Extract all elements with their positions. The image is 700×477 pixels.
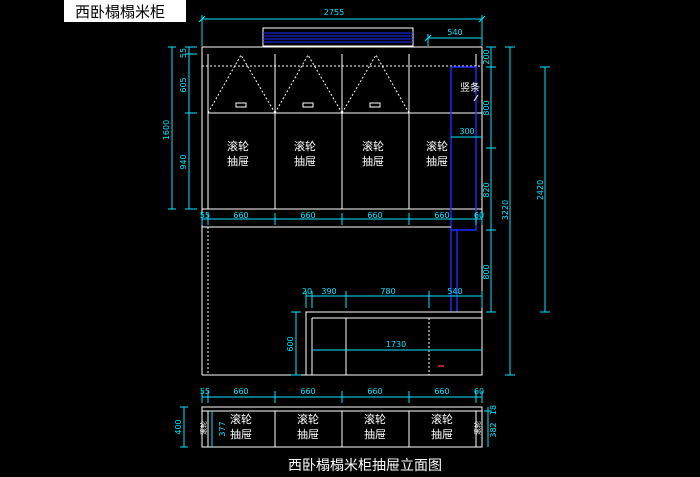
drawer-labels: 滚轮 抽屉 滚轮 抽屉 滚轮 抽屉 滚轮 抽屉 滚轮 抽屉 滚轮 抽屉 滚轮 抽…: [227, 81, 480, 441]
door-opening-marks: [207, 54, 410, 114]
dim-upper-bottom-55: 55: [200, 211, 210, 220]
upper-drawer-3-line1: 滚轮: [362, 139, 384, 153]
vertical-plank-label: 竖条: [460, 81, 480, 94]
dim-right-800-a: 800: [482, 100, 491, 115]
strip-left-label: 滚轮: [199, 421, 208, 435]
dim-mid-600: 600: [286, 336, 295, 351]
dim-lower-right-18: 18: [489, 405, 498, 415]
dim-lower-inner-377: 377: [218, 421, 227, 436]
lower-drawer-1-line2: 抽屉: [230, 427, 252, 441]
dim-lower-660-b: 660: [300, 387, 315, 396]
dim-right-3220: 3220: [501, 200, 510, 220]
upper-drawer-4-line2: 抽屉: [426, 154, 448, 168]
dim-upper-left-605: 605: [179, 77, 188, 92]
drawing-caption: 西卧榻榻米柜抽屉立面图: [288, 458, 442, 474]
dim-mid-780: 780: [380, 287, 395, 296]
upper-drawer-2-line2: 抽屉: [294, 154, 316, 168]
strip-right-label: 滚轮: [473, 421, 482, 435]
dim-upper-bottom-660-d: 660: [434, 211, 449, 220]
bottom-drawer-strip: [201, 406, 483, 448]
lower-drawer-2-line1: 滚轮: [297, 412, 319, 426]
dim-top-right-width: 540: [447, 28, 462, 37]
dim-upper-left-1600: 1600: [162, 120, 171, 140]
top-cap-block: [262, 27, 414, 47]
dim-lower-660-d: 660: [434, 387, 449, 396]
dim-lower-55: 55: [200, 387, 210, 396]
lower-drawer-4-line2: 抽屉: [431, 427, 453, 441]
dim-mid-390: 390: [321, 287, 336, 296]
lower-drawer-2-line2: 抽屉: [297, 427, 319, 441]
dim-upper-bottom-660-b: 660: [300, 211, 315, 220]
dim-mid-20: 20: [302, 287, 312, 296]
dim-lower-660-c: 660: [367, 387, 382, 396]
lower-drawer-3-line1: 滚轮: [364, 412, 386, 426]
dim-right-200: 200: [482, 49, 491, 64]
dim-upper-bottom-660-a: 660: [233, 211, 248, 220]
dim-right-800-b: 800: [482, 264, 491, 279]
plank-arrow: [473, 94, 479, 102]
upper-drawer-2-line1: 滚轮: [294, 139, 316, 153]
upper-cabinet: [201, 46, 483, 210]
dimension-labels: 2755 540 55 605 940 1600 55 660 660 660 …: [162, 8, 545, 438]
dim-mid-540: 540: [447, 287, 462, 296]
upper-drawer-1-line2: 抽屉: [227, 154, 249, 168]
dim-overall-width: 2755: [324, 8, 344, 17]
lower-drawer-1-line1: 滚轮: [230, 412, 252, 426]
dim-upper-bottom-60: 60: [474, 211, 484, 220]
dim-lower-660-a: 660: [233, 387, 248, 396]
vertical-plank-outline: [450, 66, 477, 312]
dim-lower-60: 60: [474, 387, 484, 396]
lower-drawer-4-line1: 滚轮: [431, 412, 453, 426]
dim-right-820: 820: [482, 182, 491, 197]
upper-drawer-4-line1: 滚轮: [426, 139, 448, 153]
dim-lower-left-400: 400: [174, 419, 183, 434]
dim-lower-right-382: 382: [489, 422, 498, 437]
dim-upper-left-940: 940: [179, 154, 188, 169]
drawing-title: 西卧榻榻米柜: [64, 0, 186, 22]
dimension-lines: [168, 15, 550, 448]
door-handles: [235, 102, 381, 108]
dim-upper-bottom-660-c: 660: [367, 211, 382, 220]
upper-drawer-3-line2: 抽屉: [362, 154, 384, 168]
lower-drawer-3-line2: 抽屉: [364, 427, 386, 441]
dim-right-2420: 2420: [536, 180, 545, 200]
upper-drawer-1-line1: 滚轮: [227, 139, 249, 153]
strip-edge-labels: 滚轮 滚轮: [199, 421, 482, 435]
dim-upper-left-55: 55: [179, 48, 188, 58]
dim-right-300: 300: [459, 127, 474, 136]
dim-mid-1730: 1730: [386, 340, 406, 349]
